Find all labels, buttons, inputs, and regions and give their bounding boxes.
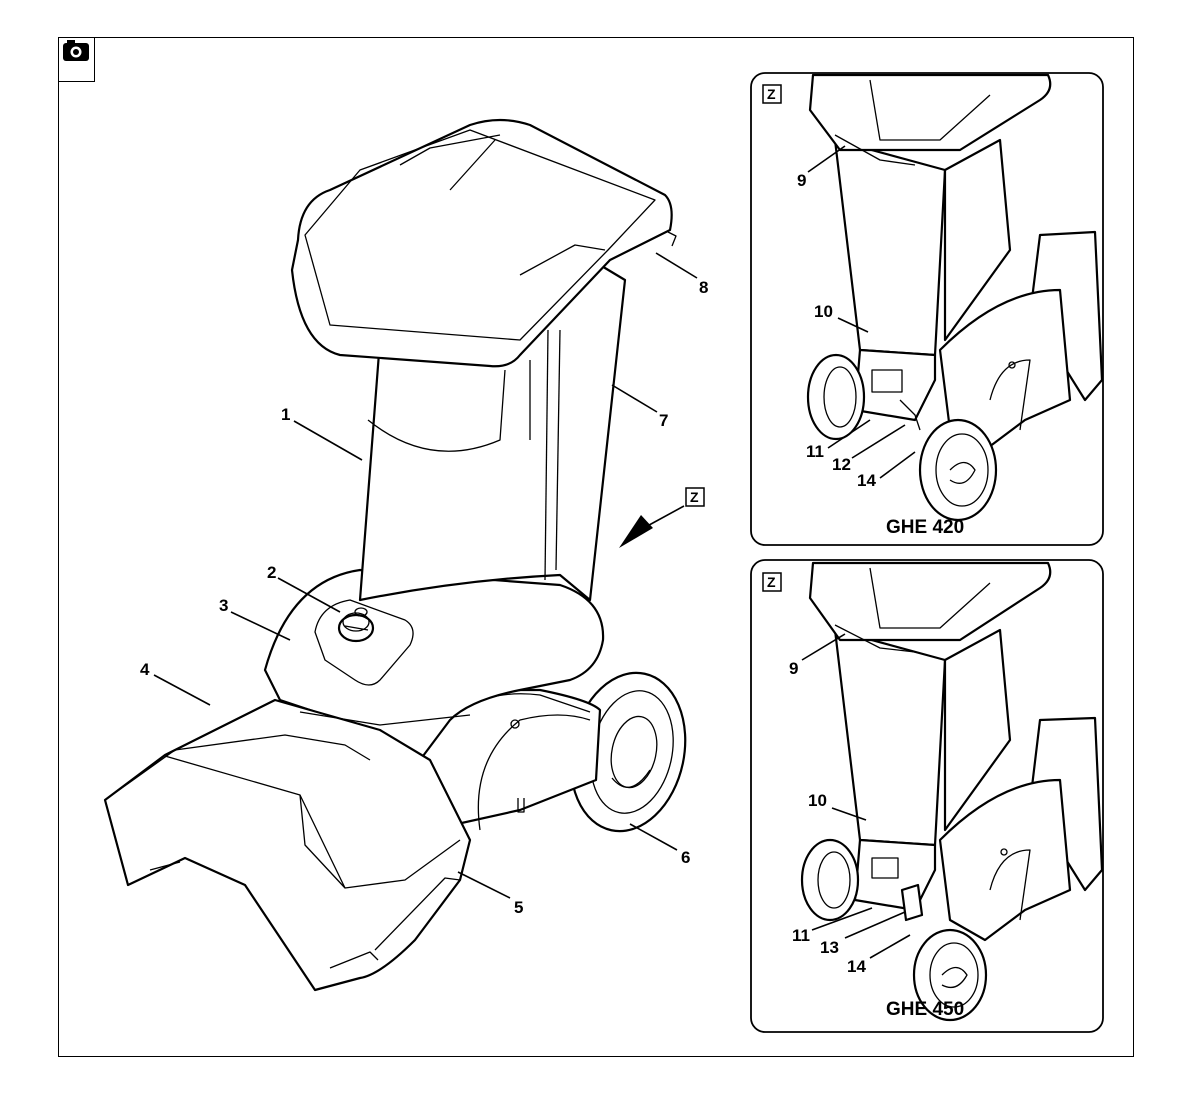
label-1: 1: [281, 405, 290, 424]
caption-ghe450: GHE 450: [886, 999, 964, 1020]
label-6: 6: [681, 848, 690, 867]
label-12-420: 12: [832, 455, 851, 474]
detail-marker-main: Z: [690, 489, 699, 505]
label-13-450: 13: [820, 938, 839, 957]
camera-icon: [63, 40, 89, 61]
z-box-icon: Z: [686, 488, 704, 506]
label-10-450: 10: [808, 791, 827, 810]
label-10-420: 10: [814, 302, 833, 321]
label-9-450: 9: [789, 659, 798, 678]
label-11-420: 11: [806, 442, 824, 461]
svg-text:Z: Z: [767, 86, 776, 102]
label-14-420: 14: [857, 471, 876, 490]
label-3: 3: [219, 596, 228, 615]
label-4: 4: [140, 660, 150, 679]
main-shredder-illustration: [105, 120, 699, 990]
label-7: 7: [659, 411, 668, 430]
z-box-icon-420: Z: [763, 85, 781, 103]
label-5: 5: [514, 898, 523, 917]
label-9-420: 9: [797, 171, 806, 190]
label-14-450: 14: [847, 957, 866, 976]
detail-panel-ghe450: Z 9 10 11 13 14 GHE 450: [751, 560, 1103, 1032]
detail-panel-ghe420: Z 9 10 11 12 14 GHE 420: [751, 73, 1103, 545]
label-11-450: 11: [792, 926, 810, 945]
label-8: 8: [699, 278, 708, 297]
z-box-icon-450: Z: [763, 573, 781, 591]
svg-text:Z: Z: [767, 574, 776, 590]
caption-ghe420: GHE 420: [886, 517, 964, 538]
label-2: 2: [267, 563, 276, 582]
